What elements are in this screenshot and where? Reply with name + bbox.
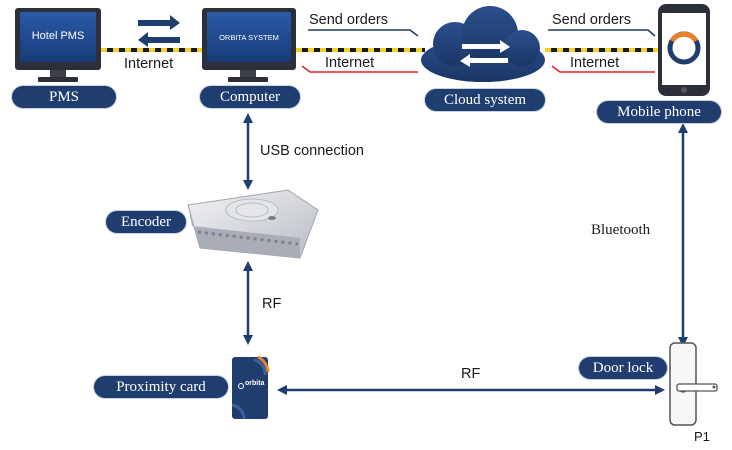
computer-cloud-internet-label: Internet — [325, 55, 375, 71]
card-brand-text: orbita — [245, 380, 265, 387]
cloud-system-label: Cloud system — [425, 89, 545, 111]
pms-monitor-icon — [15, 8, 101, 82]
mobile-phone-icon — [658, 4, 710, 96]
send-orders-arrow-left — [308, 29, 419, 37]
mobile-phone-label: Mobile phone — [597, 101, 721, 123]
pms-computer-internet-label: Internet — [124, 56, 174, 72]
encoder-label: Encoder — [106, 211, 186, 233]
computer-label: Computer — [200, 86, 300, 108]
pms-screen-text: Hotel PMS — [31, 30, 85, 42]
bluetooth-label: Bluetooth — [591, 222, 651, 238]
internet-return-arrow-left — [301, 65, 418, 73]
computer-screen-text: ORBITA SYSTEM — [219, 33, 279, 42]
proximity-card-label: Proximity card — [94, 376, 228, 398]
cloud-icon — [421, 6, 545, 82]
computer-monitor-icon — [202, 8, 296, 82]
door-lock-label: Door lock — [579, 357, 667, 379]
card-lock-rf-label: RF — [461, 366, 481, 382]
cloud-mobile-send-label: Send orders — [552, 12, 631, 28]
cloud-mobile-internet-label: Internet — [570, 55, 620, 71]
figure-label: P1 — [694, 429, 710, 444]
exchange-arrows-icon — [138, 15, 180, 47]
send-orders-arrow-right — [548, 29, 656, 37]
proximity-card-icon — [231, 355, 270, 420]
encoder-card-rf-label: RF — [262, 296, 282, 312]
internet-return-arrow-right — [551, 65, 655, 73]
encoder-device-icon — [187, 189, 319, 259]
usb-connection-label: USB connection — [260, 143, 364, 159]
pms-label: PMS — [12, 86, 116, 108]
computer-cloud-send-label: Send orders — [309, 12, 388, 28]
door-lock-icon — [669, 342, 718, 426]
